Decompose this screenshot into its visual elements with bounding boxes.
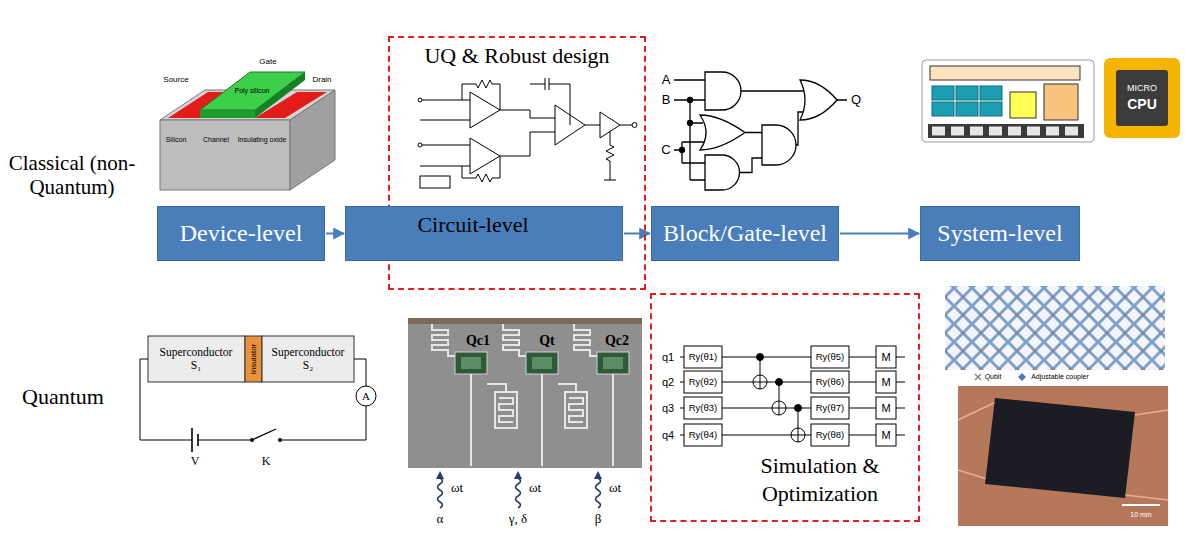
material-label: Superconductor S₁ — [154, 346, 238, 372]
region-heading: UQ & Robust design — [390, 42, 644, 70]
level-name: System-level — [937, 219, 1062, 248]
meter-label: A — [362, 390, 370, 403]
part-label: Source — [163, 75, 188, 84]
quantum-circuit — [680, 346, 905, 446]
level-box: Circuit-level — [345, 206, 623, 261]
dashed-region: Simulation & Optimization — [650, 293, 920, 522]
material-label: Insulator — [249, 344, 258, 375]
level-arrow — [840, 233, 919, 235]
logic-gates — [674, 72, 847, 190]
signal-name: Q — [851, 93, 861, 108]
gate-label: Ry(θ6) — [816, 377, 845, 388]
region-heading: Simulation & Optimization — [750, 452, 890, 507]
measure-label: M — [881, 376, 890, 389]
component-label: V — [191, 455, 200, 469]
legend-note: Qubit — [985, 373, 1002, 381]
signal-name: B — [662, 93, 671, 108]
scale-label: 10 mm — [1130, 511, 1151, 519]
level-box: Block/Gate-level — [651, 206, 839, 261]
icon-text: CPU — [1127, 96, 1157, 112]
measure-label: M — [881, 351, 890, 364]
part-label: Poly silicon — [234, 87, 269, 95]
josephson-junction — [140, 336, 376, 452]
qubit-chip-photo — [408, 318, 642, 508]
circuit-schematic — [418, 78, 637, 188]
gate-label: Ry(θ4) — [689, 430, 718, 441]
qubit-lattice — [945, 286, 1165, 381]
qubit-line-label: q4 — [662, 429, 674, 442]
level-box: System-level — [920, 206, 1080, 261]
drive-label: ωt — [609, 481, 621, 496]
qubit-name: Qc2 — [605, 333, 629, 349]
gate-label: Ry(θ2) — [689, 377, 718, 388]
legend-note: Adjustable coupler — [1031, 373, 1089, 381]
component-label: K — [262, 455, 271, 469]
qubit-line-label: q2 — [662, 376, 674, 389]
signal-name: A — [662, 73, 671, 88]
gate-label: Ry(θ5) — [816, 352, 845, 363]
level-name: Circuit-level — [346, 211, 600, 239]
transistor-figure — [160, 72, 335, 190]
part-label: Gate — [259, 57, 276, 66]
cpu-icons — [922, 58, 1180, 142]
parameter-label: β — [595, 512, 602, 527]
level-name: Block/Gate-level — [663, 219, 827, 248]
icon-text: MICRO — [1127, 83, 1157, 93]
qubit-name: Qc1 — [466, 333, 490, 349]
drive-label: ωt — [529, 481, 541, 496]
level-name: Device-level — [180, 219, 303, 248]
part-label: Drain — [312, 75, 331, 84]
qubit-name: Qt — [539, 333, 555, 349]
parameter-label: γ, δ — [509, 512, 527, 527]
row-label: Quantum — [22, 384, 104, 409]
qubit-line-label: q1 — [662, 351, 674, 364]
part-label: Channel — [203, 136, 229, 144]
level-arrow — [326, 233, 344, 235]
gate-label: Ry(θ3) — [689, 403, 718, 414]
part-label: Silicon — [166, 136, 187, 144]
signal-name: C — [661, 143, 670, 158]
measure-label: M — [881, 402, 890, 415]
level-arrow — [624, 233, 650, 235]
row-label: Classical (non-Quantum) — [0, 151, 147, 199]
parameter-label: α — [437, 512, 444, 527]
gate-label: Ry(θ8) — [816, 430, 845, 441]
quantum-chip-photo — [958, 386, 1168, 526]
drive-label: ωt — [451, 481, 463, 496]
level-box: Device-level — [157, 206, 325, 261]
dashed-region: UQ & Robust designCircuit-level — [388, 36, 646, 290]
qubit-line-label: q3 — [662, 402, 674, 415]
gate-label: Ry(θ1) — [689, 352, 718, 363]
part-label: Insulating oxide — [238, 136, 287, 144]
gate-label: Ry(θ7) — [816, 403, 845, 414]
material-label: Superconductor S₂ — [266, 346, 350, 372]
measure-label: M — [881, 429, 890, 442]
